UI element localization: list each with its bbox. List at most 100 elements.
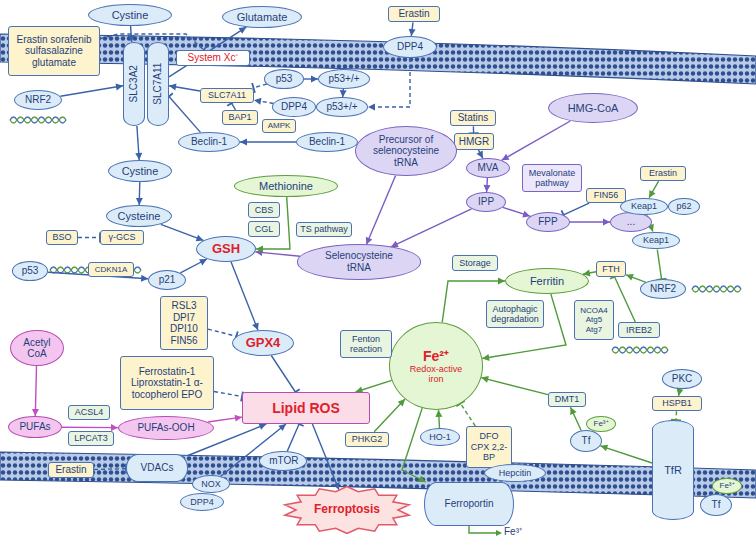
node-label: DPP4 [397, 41, 423, 53]
connector [312, 424, 339, 490]
connector [368, 58, 410, 110]
node-label: SLC7A11 [152, 63, 164, 105]
channel-cylinder: VDACs [126, 454, 188, 482]
node-label: Fe³⁺ [720, 481, 735, 490]
connector [570, 407, 581, 430]
process-box: ACSL4 [68, 405, 110, 420]
iron-ellipse: Ferritin [505, 268, 589, 294]
molecule-ellipse: p21 [148, 270, 186, 290]
node-label: Acetyl CoA [20, 337, 54, 360]
molecule-ellipse: Hepcitin [484, 464, 546, 482]
mevalonate-ellipse: FPP [526, 212, 570, 232]
connector [252, 83, 267, 93]
process-box: IREB2 [618, 322, 660, 338]
node-label: DPP4 [281, 101, 307, 113]
connector [287, 422, 303, 451]
connector [214, 392, 243, 402]
node-label: MVA [478, 162, 499, 174]
node-label: RSL3 DPI7 DPI10 FIN56 [164, 300, 204, 346]
node-label: Cystine [122, 165, 159, 178]
node-label: GPX4 [246, 336, 281, 351]
connector [671, 411, 681, 420]
node-label: IPP [478, 196, 494, 208]
node-label: SLC7A11 [208, 90, 246, 100]
node-label: Tf [582, 435, 591, 447]
connector [502, 121, 571, 160]
node-label: Erastin sorafenib sulfasalazine glutamat… [12, 34, 96, 69]
node-label: mTOR [269, 455, 297, 467]
connector [402, 408, 426, 482]
node-label: Beclin-1 [191, 136, 227, 148]
lipid-ellipse: PUFAs [8, 416, 62, 438]
channel-cylinder: Ferroportin [424, 482, 514, 526]
connector [435, 410, 442, 428]
node-label: Erastin [649, 168, 677, 178]
node-label: ACSL4 [75, 407, 104, 417]
node-label: AMPK [268, 121, 291, 130]
connector [366, 176, 396, 245]
process-box: LPCAT3 [68, 431, 114, 446]
node-label: FIN56 [594, 190, 619, 200]
iron-ellipse: Fe³⁺ [586, 416, 616, 432]
connector [657, 250, 667, 280]
connector [374, 399, 405, 432]
connector [180, 259, 207, 273]
node-label: NOX [201, 479, 221, 489]
mevalonate-ellipse: Selenocysteine tRNA [297, 244, 422, 279]
outcome-star: Ferroptosis [282, 486, 412, 534]
node-label: BSO [52, 232, 71, 242]
molecule-ellipse: Keap1 [632, 232, 680, 250]
agent-box: FIN56 [586, 188, 626, 203]
node-label: System Xc⁻ [188, 52, 239, 64]
agent-box: HMGR [454, 133, 494, 150]
agent-box: RSL3 DPI7 DPI10 FIN56 [160, 296, 208, 350]
node-label: DMT1 [555, 394, 580, 404]
node-label: Cysteine [118, 210, 161, 223]
node-label: SLC3A2 [128, 65, 140, 102]
free-label: Fe³⁺ [504, 526, 522, 538]
connector [254, 98, 274, 105]
molecule-ellipse: Keap1 [620, 198, 668, 216]
process-box: Storage [452, 255, 498, 270]
node-label: Erastin [398, 8, 429, 20]
molecule-ellipse: Tf [700, 494, 732, 516]
molecule-ellipse: DPP4 [383, 36, 437, 58]
transporter-cylinder: TfR [652, 420, 694, 520]
node-label: Selenocysteine tRNA [315, 250, 403, 273]
molecule-ellipse: DPP4 [180, 493, 224, 511]
connector [482, 294, 566, 361]
node-label: Storage [459, 258, 491, 268]
agent-box: SLC7A11 [200, 88, 254, 103]
connector [32, 366, 39, 416]
molecule-ellipse: NOX [192, 475, 230, 493]
node-label: Ferrostatin-1 Liproxstatin-1 α-tocophero… [124, 366, 210, 401]
node-label: LPCAT3 [74, 433, 107, 443]
molecule-ellipse: HO-1 [420, 428, 460, 446]
molecule-ellipse: Beclin-1 [178, 132, 240, 152]
connector [60, 84, 123, 97]
process-box: Fenton reaction [340, 330, 392, 358]
node-label: Tf [712, 499, 721, 511]
node-label: Methionine [259, 180, 313, 193]
connector [626, 274, 646, 282]
node-label: HMGR [459, 136, 490, 148]
agent-box: Ferrostatin-1 Liproxstatin-1 α-tocophero… [120, 356, 214, 410]
node-label: BAP1 [228, 112, 251, 122]
mevalonate-ellipse: MVA [466, 158, 510, 178]
system-label-box: System Xc⁻ [176, 50, 250, 67]
connector [231, 262, 259, 330]
molecule-ellipse: Cystine [108, 160, 172, 182]
node-label: Mevalonate pathway [526, 168, 578, 189]
mevalonate-ellipse: HMG-CoA [548, 93, 638, 123]
node-label: Ferroportin [445, 498, 494, 510]
agent-box: PHKG2 [345, 432, 389, 447]
node-label: γ-GCS [109, 232, 136, 242]
agent-box: BAP1 [222, 110, 258, 125]
agent-box: Erastin [48, 462, 94, 479]
molecule-ellipse: p53 [264, 69, 304, 89]
node-label: Fe³⁺ [594, 419, 609, 428]
mevalonate-ellipse: Precursor of selenocysteine tRNA [355, 126, 457, 177]
connector [481, 376, 548, 395]
connector [161, 224, 204, 241]
connector [165, 93, 200, 132]
